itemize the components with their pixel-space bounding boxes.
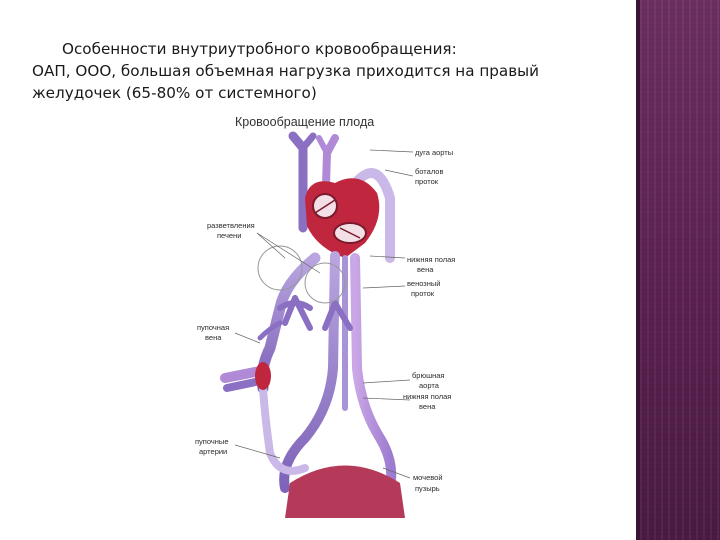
label-botallo-2: проток <box>415 177 439 186</box>
liver-outline-1 <box>257 245 303 291</box>
label-umbilical-vein-2: вена <box>205 333 222 342</box>
label-abdominal-aorta-2: аорта <box>419 381 440 390</box>
label-bladder-1: мочевой <box>413 473 443 482</box>
label-ivc-lower-2: вена <box>419 402 436 411</box>
text-line-1: Особенности внутриутробного кровообращен… <box>62 40 457 58</box>
label-umbilical-vein-1: пупочная <box>197 323 229 332</box>
label-liver-2: печени <box>217 231 241 240</box>
leader-lines <box>234 149 414 479</box>
label-venous-1: венозный <box>407 279 440 288</box>
label-ivc-2: вена <box>417 265 434 274</box>
figure-title: Кровообращение плода <box>235 115 374 129</box>
text-line-3: желудочек (65-80% от системного) <box>32 84 317 102</box>
label-umbilical-arteries-1: пупочные <box>195 437 229 446</box>
label-bladder-2: пузырь <box>415 484 440 493</box>
label-botallo-1: боталов <box>415 167 443 176</box>
liver-branches <box>282 295 353 331</box>
figure-labels: дуга аорты боталов проток разветвления п… <box>195 148 455 493</box>
heart <box>305 178 380 258</box>
label-venous-2: проток <box>411 289 435 298</box>
fetal-circulation-diagram: Кровообращение плода <box>195 115 455 518</box>
umbilical-cord <box>220 362 271 392</box>
label-ivc-lower-1: нижняя полая <box>403 392 451 401</box>
label-aortic-arch: дуга аорты <box>415 148 453 157</box>
fetal-circulation-figure: Кровообращение плода <box>185 108 485 518</box>
text-line-2: ОАП, ООО, большая объемная нагрузка прих… <box>32 62 540 80</box>
label-liver-1: разветвления <box>207 221 255 230</box>
label-abdominal-aorta-1: брюшная <box>412 371 444 380</box>
slide-text: Особенности внутриутробного кровообращен… <box>32 38 592 104</box>
label-ivc-1: нижняя полая <box>407 255 455 264</box>
decorative-sidebar <box>640 0 720 540</box>
liver-outline-2 <box>304 262 346 304</box>
bladder <box>285 465 405 518</box>
sidebar-pattern <box>640 0 720 540</box>
sidebar-divider <box>636 0 640 540</box>
label-umbilical-arteries-2: артерии <box>199 447 227 456</box>
main-trunks <box>256 251 397 493</box>
